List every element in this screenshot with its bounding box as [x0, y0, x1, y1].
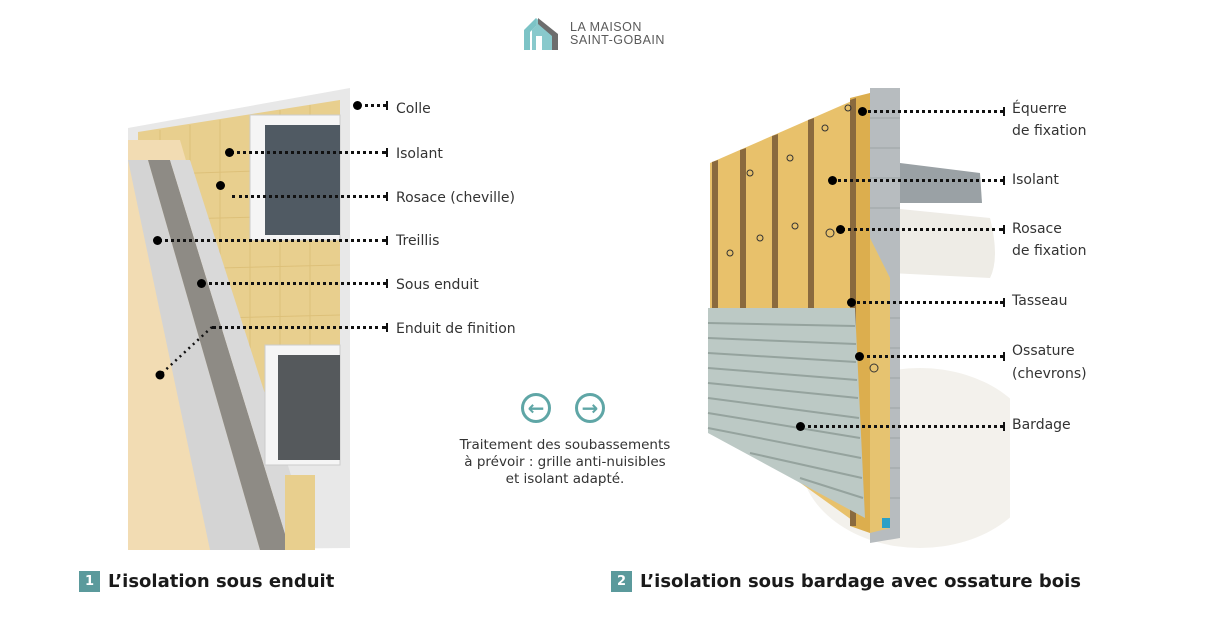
- callout-diagonal-enduit-finition: [155, 326, 213, 380]
- label-rosace-de-fixation: Rosace de fixation: [1012, 221, 1087, 259]
- heading-isolation-sous-bardage: 2 L’isolation sous bardage avec ossature…: [611, 571, 1081, 592]
- label-isolant: Isolant: [396, 146, 443, 162]
- heading-text: L’isolation sous bardage avec ossature b…: [640, 571, 1081, 592]
- label-ossature-chevrons: Ossature (chevrons): [1012, 343, 1087, 382]
- label-enduit-de-finition: Enduit de finition: [396, 321, 516, 337]
- label-tasseau: Tasseau: [1012, 293, 1068, 309]
- number-badge: 2: [611, 571, 632, 592]
- heading-isolation-sous-enduit: 1 L’isolation sous enduit: [79, 571, 334, 592]
- callout-line-isolant-right: [828, 176, 1005, 185]
- callout-line-equerre: [858, 107, 1005, 116]
- foundation-treatment-note: Traitement des soubassements à prévoir :…: [459, 437, 671, 487]
- number-badge: 1: [79, 571, 100, 592]
- house-logo-icon: [524, 18, 558, 50]
- callout-line-enduit-finition: [212, 323, 388, 332]
- brand-logo: LA MAISON SAINT-GOBAIN: [522, 16, 665, 52]
- logo-line1: LA MAISON: [570, 20, 642, 34]
- callout-line-rosace-fixation: [836, 225, 1005, 234]
- label-isolant-right: Isolant: [1012, 172, 1059, 188]
- label-sous-enduit: Sous enduit: [396, 277, 479, 293]
- label-treillis: Treillis: [396, 233, 440, 249]
- label-bardage: Bardage: [1012, 417, 1071, 433]
- logo-line2: SAINT-GOBAIN: [570, 33, 665, 47]
- label-colle: Colle: [396, 101, 431, 117]
- label-equerre-de-fixation: Équerre de fixation: [1012, 101, 1087, 139]
- callout-line-treillis: [153, 236, 388, 245]
- heading-text: L’isolation sous enduit: [108, 571, 335, 592]
- next-button[interactable]: →: [575, 393, 605, 423]
- callout-line-isolant: [225, 148, 388, 157]
- callout-line-colle: [353, 101, 388, 110]
- arrow-right-icon: →: [581, 396, 599, 420]
- callout-line-ossature: [855, 352, 1005, 361]
- callout-line-tasseau: [847, 298, 1005, 307]
- label-rosace-cheville: Rosace (cheville): [396, 190, 515, 206]
- callout-line-bardage: [796, 422, 1005, 431]
- external-insulation-cladding-illustration: [707, 88, 1010, 548]
- arrow-left-icon: ←: [527, 396, 545, 420]
- previous-button[interactable]: ←: [521, 393, 551, 423]
- callout-line-sous-enduit: [197, 279, 388, 288]
- external-insulation-render-illustration: [128, 88, 350, 550]
- callout-line-rosace: [232, 192, 388, 201]
- callout-dot-rosace: [216, 181, 225, 190]
